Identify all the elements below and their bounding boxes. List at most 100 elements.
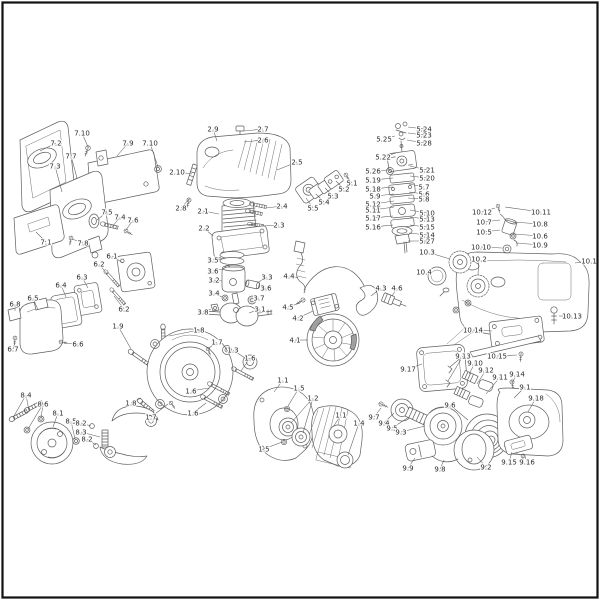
leader-line [406,139,425,144]
leader-line [232,349,249,361]
leader-line [382,152,397,158]
leader-line [27,403,44,430]
leader-line [476,369,487,385]
leader-line [40,403,44,419]
leader-line [574,260,590,264]
part-label-2.1: 2.1 [197,207,208,215]
part-label-1.2: 1.2 [307,394,318,402]
leader-line [243,139,264,143]
part-label-6.7: 6.7 [7,345,18,353]
part-label-10.4: 10.4 [416,268,432,276]
part-label-8.5: 8.5 [65,417,76,425]
part-label-8.2: 8.2 [81,435,92,443]
leader-line [80,422,92,427]
leader-line [513,386,526,399]
leader-line [407,363,423,370]
part-label-5.18: 5.18 [365,185,381,193]
part-label-2.4: 2.4 [276,202,288,210]
leader-line [98,263,108,275]
leader-line [409,224,428,228]
part-label-5.16: 5.16 [365,223,381,231]
part-label-1.4: 1.4 [353,419,365,427]
part-label-7.6: 7.6 [127,216,139,224]
part-label-9.2: 9.2 [480,463,491,471]
leader-line [516,242,541,246]
part-label-10.5: 10.5 [476,228,492,236]
part-label-2.3: 2.3 [273,221,284,229]
part-label-5.28: 5.28 [416,139,432,147]
leader-line [512,221,541,225]
leader-line [203,227,214,237]
leader-line [315,193,325,203]
leader-line [372,186,394,190]
part-label-2.2: 2.2 [198,224,209,232]
leader-line [372,206,395,211]
part-label-1.8: 1.8 [125,399,136,407]
part-label-7.2: 7.2 [50,139,61,147]
leader-line [212,256,222,261]
part-label-3.6: 3.6 [260,284,272,292]
part-label-3.6: 3.6 [207,267,219,275]
leader-line [373,407,382,418]
leader-line [449,355,464,368]
leader-line [513,233,541,237]
part-label-5.10: 5.10 [419,209,435,217]
part-label-9.6: 9.6 [444,401,456,409]
part-label-6.4: 6.4 [55,281,67,289]
crankcase-fan-housing-group [126,323,363,469]
part-label-9.5: 9.5 [386,424,397,432]
leader-line [407,132,425,136]
leader-line [511,373,518,384]
part-label-7.3: 7.3 [49,162,60,170]
leader-line [383,135,396,140]
leader-line [52,412,59,428]
leader-line [332,414,342,428]
part-label-1.5: 1.5 [293,384,304,392]
part-label-5.8: 5.8 [418,195,429,203]
leader-line [111,216,121,228]
part-label-6.8: 6.8 [9,300,20,308]
leader-line [372,215,394,219]
leader-line [273,379,284,393]
leader-line [259,287,267,291]
part-label-1.7: 1.7 [211,338,222,346]
part-label-7.7: 7.7 [65,152,76,160]
leader-line [25,394,30,412]
part-label-5.15: 5.15 [419,223,435,231]
part-label-3.4: 3.4 [208,289,220,297]
part-label-10.11: 10.11 [531,208,551,216]
leader-line [468,362,476,375]
leader-line [508,451,513,463]
leader-line [116,142,129,157]
leader-line [265,205,283,209]
part-label-8.4: 8.4 [20,391,32,399]
piston-crankshaft-group [204,251,273,327]
leader-line [449,404,469,421]
part-label-9.18: 9.18 [528,394,544,402]
leader-line [113,295,125,310]
part-label-9.16: 9.16 [519,458,535,466]
leader-line [80,431,101,438]
leader-line [248,308,261,314]
leader-line [409,216,428,220]
part-label-5.25: 5.25 [376,135,392,143]
part-label-10.14: 10.14 [463,326,484,334]
part-label-9.15: 9.15 [501,458,517,466]
leader-line [287,302,301,308]
part-label-10.1: 10.1 [581,257,597,265]
part-label-5.24: 5.24 [416,125,432,133]
leader-line [60,284,67,298]
leader-line [86,438,97,446]
part-label-7.9: 7.9 [122,139,133,147]
part-label-6.2: 6.2 [93,260,104,268]
carburetor-group [295,121,417,254]
leader-line [347,422,360,456]
leader-line [483,219,501,223]
part-label-5.27: 5.27 [419,237,435,245]
part-label-7.4: 7.4 [114,213,126,221]
leader-line [125,219,134,231]
leader-line [276,161,298,171]
part-label-6.5: 6.5 [27,294,38,302]
part-label-10.2: 10.2 [471,255,487,263]
part-label-5.23: 5.23 [416,131,432,139]
